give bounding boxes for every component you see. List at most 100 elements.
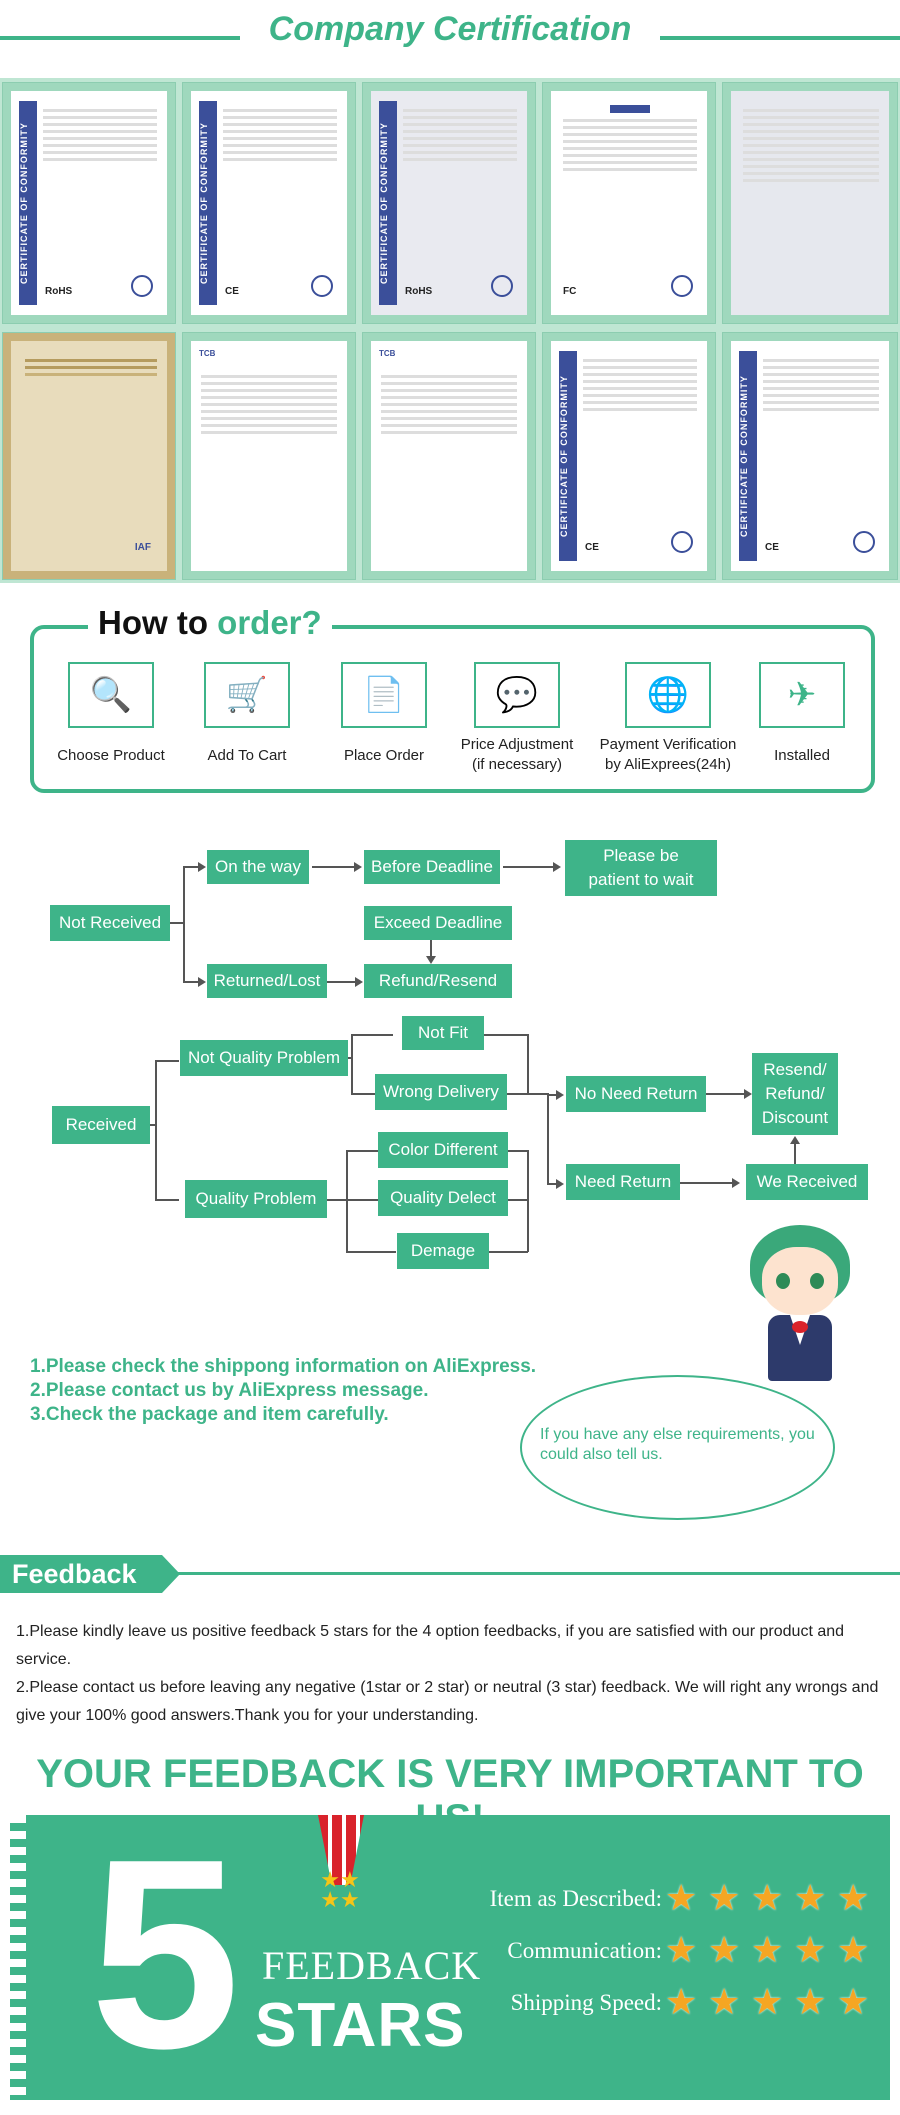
flow-returned-lost: Returned/Lost — [207, 964, 327, 998]
rating-star-icon: ★ — [794, 1877, 827, 1918]
cart-icon[interactable]: 🛒 — [204, 662, 290, 728]
connector — [527, 1034, 529, 1094]
flow-demage: Demage — [397, 1233, 489, 1269]
mascot-image — [730, 1225, 870, 1385]
connector — [547, 1094, 557, 1096]
flow-wrong-delivery: Wrong Delivery — [375, 1074, 507, 1110]
connector — [327, 981, 357, 983]
feedback-tab: Feedback — [0, 1555, 180, 1593]
flow-received: Received — [52, 1106, 150, 1144]
arrow — [426, 956, 436, 964]
plane-icon[interactable]: ✈ — [759, 662, 845, 728]
connector — [346, 1150, 348, 1252]
arrow — [790, 1136, 800, 1144]
rating-star-icon: ★ — [751, 1929, 784, 1970]
flow-not-fit: Not Fit — [402, 1016, 484, 1050]
connector — [312, 866, 356, 868]
arrow — [355, 977, 363, 987]
connector — [507, 1093, 528, 1095]
choose-product-icon[interactable]: 🔍 — [68, 662, 154, 728]
connector — [183, 866, 185, 982]
rating-label-communication: Communication: — [507, 1938, 662, 1963]
connector — [170, 922, 184, 924]
connector — [489, 1251, 528, 1253]
connector — [150, 1124, 156, 1126]
flow-exceed-deadline: Exceed Deadline — [364, 906, 512, 940]
arrow — [198, 977, 206, 987]
connector — [346, 1150, 378, 1152]
connector — [183, 866, 201, 868]
rating-star-icon: ★ — [708, 1877, 741, 1918]
flow-quality-problem: Quality Problem — [185, 1180, 327, 1218]
seal-icon — [671, 275, 693, 297]
flow-before-deadline: Before Deadline — [364, 850, 500, 884]
seal-icon — [131, 275, 153, 297]
feedback-word: FEEDBACK — [262, 1943, 482, 1988]
rating-star-icon: ★ — [837, 1929, 870, 1970]
step-price-adjustment: Price Adjustment (if necessary) — [460, 736, 574, 773]
flow-quality-defect: Quality Delect — [378, 1180, 508, 1216]
flow-need-return: Need Return — [566, 1164, 680, 1200]
connector — [346, 1251, 396, 1253]
arrow — [354, 862, 362, 872]
rating-star-icon: ★ — [837, 1877, 870, 1918]
medal-stars-icon: ★★★★ — [320, 1867, 360, 1912]
connector — [508, 1150, 528, 1152]
connector — [155, 1199, 179, 1201]
connector — [706, 1093, 748, 1095]
rating-star-icon: ★ — [751, 1981, 784, 2022]
rating-star-icon: ★ — [794, 1981, 827, 2022]
connector — [547, 1183, 557, 1185]
speech-bubble-text: If you have any else requirements, you c… — [540, 1426, 815, 1463]
globe-icon[interactable]: 🌐 — [625, 662, 711, 728]
arrow — [744, 1089, 752, 1099]
certificate-7[interactable]: TCB — [182, 332, 356, 580]
chat-icon[interactable]: 💬 — [474, 662, 560, 728]
certificate-5[interactable] — [722, 82, 898, 324]
connector — [503, 866, 553, 868]
certification-title: Company Certification — [268, 10, 632, 48]
step-payment-verification: Payment Verification by AliExprees(24h) — [599, 736, 737, 773]
rating-star-icon: ★ — [708, 1981, 741, 2022]
step-place-order: Place Order — [343, 747, 425, 764]
connector — [351, 1034, 353, 1094]
connector — [351, 1034, 393, 1036]
feedback-paragraph-1: 1.Please kindly leave us positive feedba… — [16, 1623, 845, 1668]
rating-label-shipping: Shipping Speed: — [510, 1990, 662, 2015]
feedback-paragraph-2: 2.Please contact us before leaving any n… — [16, 1679, 879, 1724]
flow-refund-resend: Refund/Resend — [364, 964, 512, 998]
seal-icon — [491, 275, 513, 297]
certificate-8[interactable]: TCB — [362, 332, 536, 580]
connector — [508, 1199, 528, 1201]
arrow — [198, 862, 206, 872]
how-to-order-panel — [30, 625, 875, 793]
order-form-icon[interactable]: 📄 — [341, 662, 427, 728]
arrow — [732, 1178, 740, 1188]
connector — [547, 1093, 549, 1184]
order-notes: 1.Please check the shippong information … — [30, 1356, 537, 1425]
seal-icon — [311, 275, 333, 297]
how-to-order-title: How to order? — [88, 604, 332, 642]
rating-star-icon: ★ — [751, 1877, 784, 1918]
connector — [794, 1143, 796, 1164]
certificate-6[interactable]: IAF — [2, 332, 176, 580]
connector — [484, 1034, 528, 1036]
connector — [155, 1060, 157, 1200]
rating-label-item: Item as Described: — [489, 1886, 662, 1911]
step-add-to-cart: Add To Cart — [207, 747, 287, 764]
connector — [155, 1060, 179, 1062]
flow-no-need-return: No Need Return — [566, 1076, 706, 1112]
connector — [348, 1057, 352, 1059]
flow-resend-refund-discount: Resend/ Refund/ Discount — [752, 1053, 838, 1135]
rating-star-icon: ★ — [794, 1929, 827, 1970]
certificate-4[interactable]: FC — [542, 82, 716, 324]
speech-bubble — [520, 1375, 835, 1520]
connector — [430, 940, 432, 960]
header-line-left — [0, 36, 240, 40]
